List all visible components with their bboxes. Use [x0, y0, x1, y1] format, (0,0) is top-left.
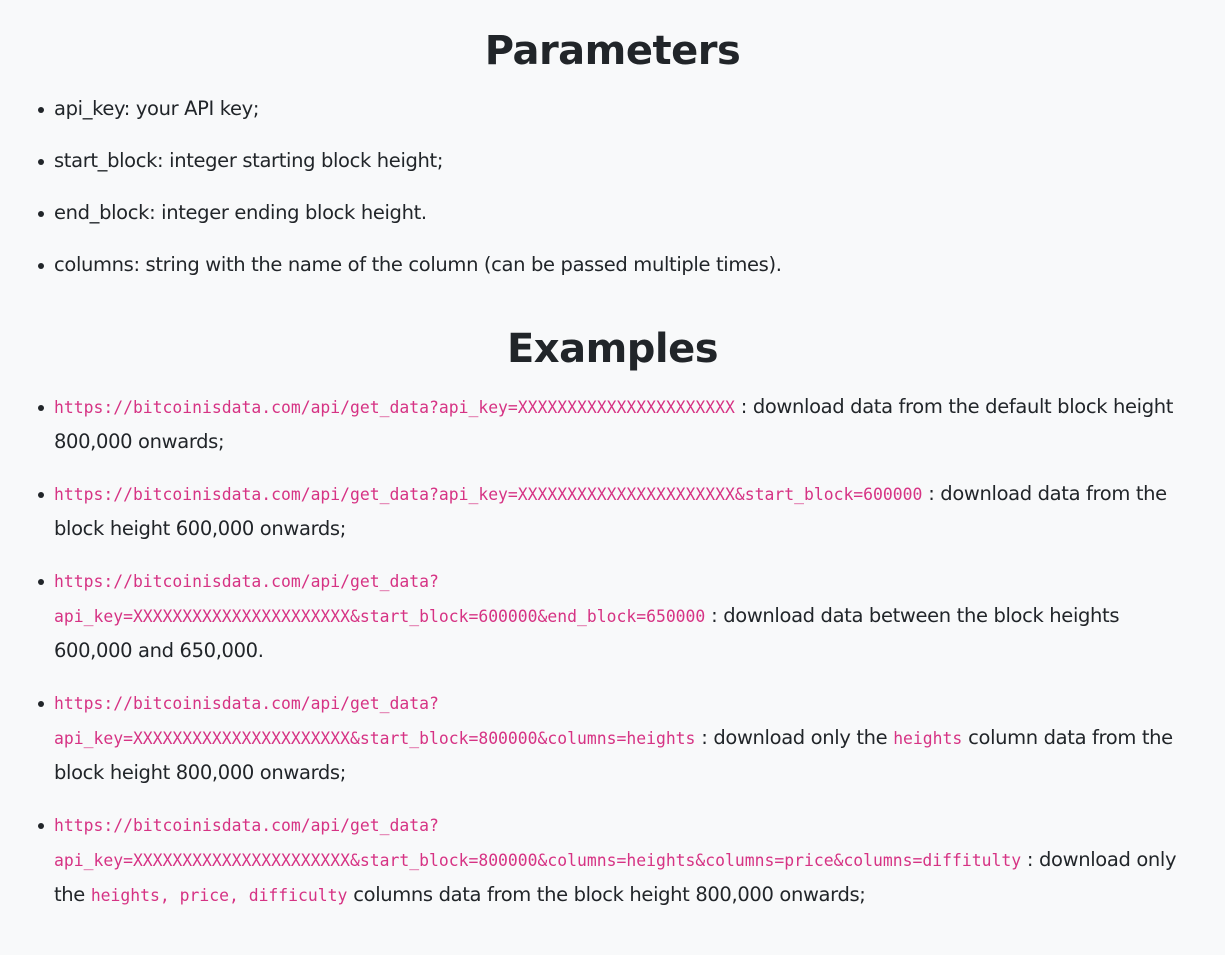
example-item: https://bitcoinisdata.com/api/get_data?a…	[36, 808, 1189, 913]
examples-heading: Examples	[506, 326, 719, 372]
example-description-start: : download only the	[54, 848, 1177, 906]
example-url: https://bitcoinisdata.com/api/get_data?a…	[54, 398, 735, 417]
list-item: api_key: your API key;	[36, 92, 1189, 126]
example-description: : download data between the block height…	[54, 604, 1120, 662]
example-description-end: columns data from the block height 800,0…	[347, 883, 866, 906]
parameters-heading: Parameters	[484, 28, 741, 74]
example-url-base: https://bitcoinisdata.com/api/get_data?	[54, 816, 439, 835]
example-url-query: api_key=XXXXXXXXXXXXXXXXXXXXXX&start_blo…	[54, 729, 696, 748]
examples-list: https://bitcoinisdata.com/api/get_data?a…	[36, 390, 1189, 913]
example-item: https://bitcoinisdata.com/api/get_data?a…	[36, 686, 1189, 790]
example-url-base: https://bitcoinisdata.com/api/get_data?	[54, 694, 439, 713]
inline-code-columns: heights	[893, 729, 963, 748]
example-url: https://bitcoinisdata.com/api/get_data?a…	[54, 485, 923, 504]
example-url-base: https://bitcoinisdata.com/api/get_data?	[54, 572, 439, 591]
example-item: https://bitcoinisdata.com/api/get_data?a…	[36, 477, 1189, 546]
list-item: columns: string with the name of the col…	[36, 248, 1189, 282]
inline-code-columns: heights, price, difficulty	[90, 886, 348, 905]
example-url-query: api_key=XXXXXXXXXXXXXXXXXXXXXX&start_blo…	[54, 607, 706, 626]
example-url-query: api_key=XXXXXXXXXXXXXXXXXXXXXX&start_blo…	[54, 851, 1022, 870]
list-item: end_block: integer ending block height.	[36, 196, 1189, 230]
example-description-start: : download only the	[695, 726, 894, 749]
example-description: : download data from the block height 60…	[54, 482, 1167, 540]
example-description: : download data from the default block h…	[54, 395, 1174, 453]
example-description-end: column data from the block height 800,00…	[54, 726, 1173, 784]
parameters-list: api_key: your API key; start_block: inte…	[36, 92, 1189, 282]
example-item: https://bitcoinisdata.com/api/get_data?a…	[36, 564, 1189, 668]
list-item: start_block: integer starting block heig…	[36, 144, 1189, 178]
example-item: https://bitcoinisdata.com/api/get_data?a…	[36, 390, 1189, 459]
